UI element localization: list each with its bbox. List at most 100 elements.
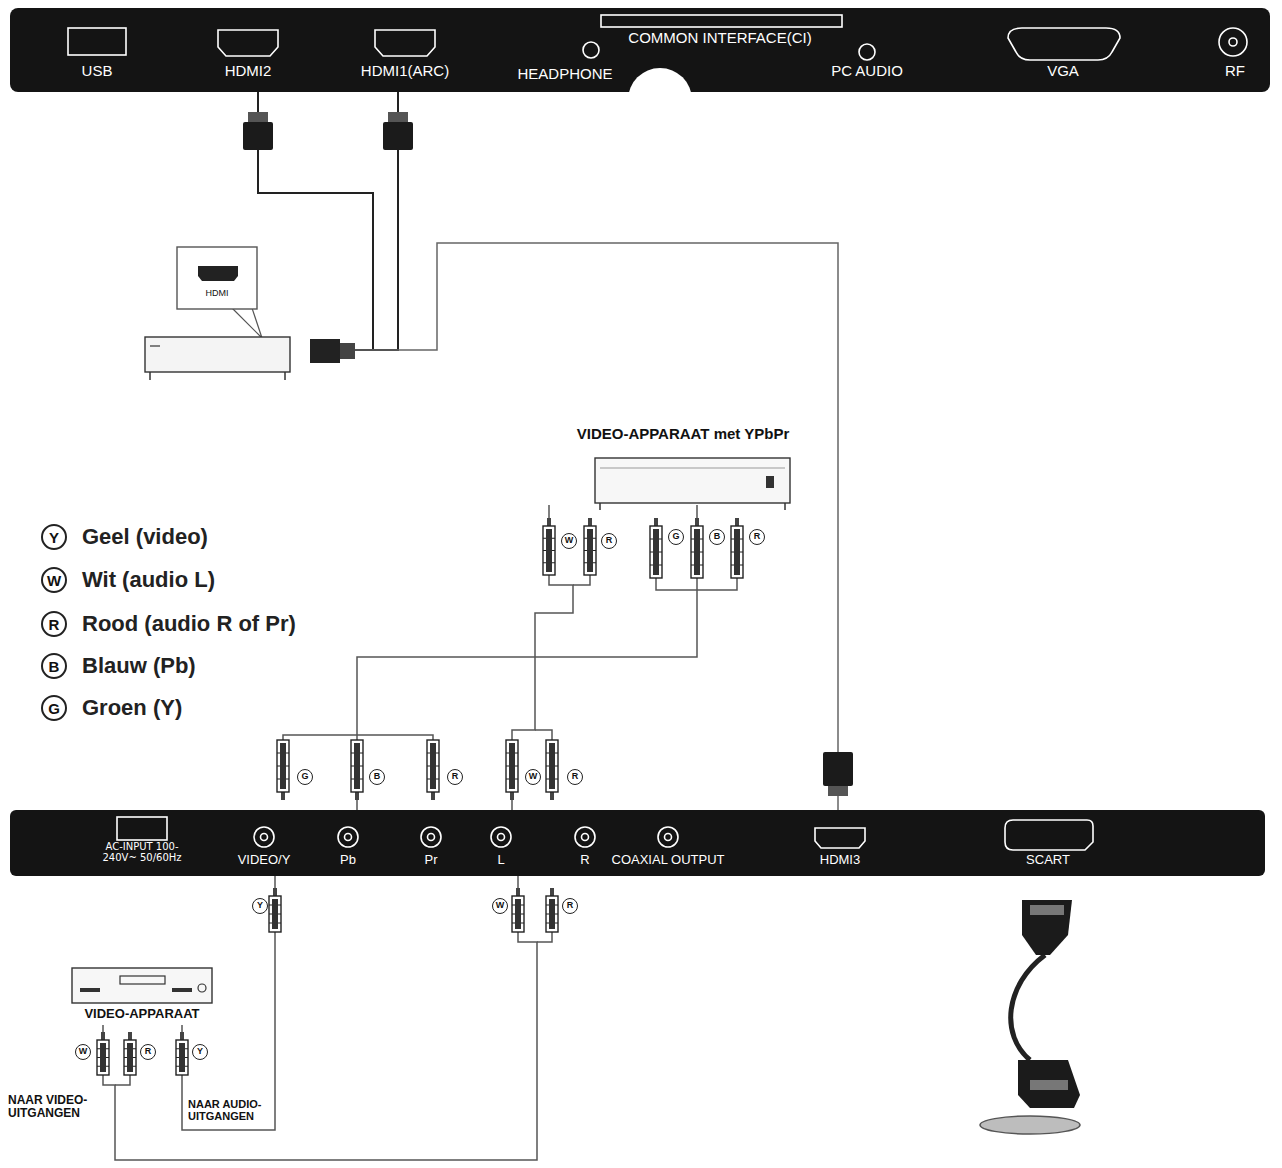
hdmi-device-box: HDMI [145, 245, 355, 375]
port-label: Pb [340, 853, 356, 867]
headphone-jack [583, 42, 599, 58]
rca-plug [100, 1043, 106, 1072]
hdmi-plug [388, 112, 408, 122]
cable [357, 505, 697, 810]
port-label: VIDEO-APPARAAT met YPbPr [577, 426, 790, 443]
port-label: COMMON INTERFACE(CI) [628, 30, 811, 47]
rca-jack [582, 834, 589, 841]
legend-letter: Y [41, 524, 67, 550]
rca-plug [588, 518, 592, 526]
tv-top-panel: USBHDMI2HDMI1(ARC)HEADPHONECOMMON INTERF… [10, 8, 1270, 92]
hdmi-plug [248, 112, 268, 122]
rca-plug [97, 1040, 109, 1075]
ypbpr-device-box: VIDEO-APPARAAT met YPbPr [555, 423, 800, 505]
rca-jack [498, 834, 505, 841]
hdmi-plug [340, 343, 355, 359]
rca-jack [254, 827, 274, 847]
rca-plug [734, 529, 740, 575]
port-label: VGA [1047, 63, 1079, 80]
rca-plug [354, 743, 360, 789]
scart-port [1005, 820, 1093, 850]
rca-plug [516, 888, 520, 896]
port-label: L [497, 853, 504, 867]
rca-plug [546, 529, 552, 572]
port-label: RF [1225, 63, 1245, 80]
ypbpr-device [595, 458, 790, 503]
rca-jack [261, 834, 268, 841]
rca-plug [512, 896, 524, 932]
rca-plug [269, 896, 281, 932]
callout-letter: B [709, 529, 725, 545]
rca-plug [543, 526, 555, 575]
rca-plug [549, 743, 555, 789]
callout-letter: R [140, 1044, 156, 1060]
rca-jack [665, 834, 672, 841]
rca-plug [654, 518, 658, 526]
callout-letter: G [668, 529, 684, 545]
pc-audio-jack [859, 44, 875, 60]
rca-plug [351, 740, 363, 792]
rca-plug [691, 526, 703, 578]
legend-text: Wit (audio L) [82, 568, 215, 592]
rca-jack [345, 834, 352, 841]
ci-slot [601, 15, 842, 27]
usb-port [68, 28, 126, 55]
rca-plug [127, 1043, 133, 1072]
port-label: VIDEO-APPARAAT [84, 1007, 199, 1021]
video-device [72, 968, 212, 1003]
rca-plug [695, 518, 699, 526]
bottom-panel [10, 810, 1265, 876]
vga-port [1008, 28, 1120, 60]
hdmi-device [145, 337, 290, 372]
rca-plug [101, 1032, 105, 1040]
rca-plug [281, 792, 285, 800]
port-label: PC AUDIO [831, 63, 903, 80]
callout-letter: W [492, 898, 508, 914]
callout-letter: B [369, 769, 385, 785]
rca-plug [584, 526, 596, 575]
port-label: VIDEO/Y [238, 853, 291, 867]
hdmi-plug [310, 339, 340, 363]
port-label: HDMI1(ARC) [361, 63, 449, 80]
rca-jack [658, 827, 678, 847]
rca-plug [546, 896, 558, 932]
callout-letter: R [567, 769, 583, 785]
rf-port [1219, 28, 1247, 56]
callout-box [177, 247, 257, 309]
hdmi-plug [828, 786, 848, 796]
hdmi-port [815, 828, 865, 848]
hdmi-port [218, 30, 278, 56]
callout-letter: R [601, 533, 617, 549]
rca-plug [179, 1043, 185, 1072]
callout-letter: R [749, 529, 765, 545]
hdmi-plug [823, 752, 853, 786]
rca-plug [509, 743, 515, 789]
rca-plug [124, 1040, 136, 1075]
hdmi-plug [383, 122, 413, 150]
note-label: NAAR VIDEO- UITGANGEN [8, 1094, 108, 1120]
hdmi-plug [243, 122, 273, 150]
rf-port [1229, 38, 1237, 46]
port-label: SCART [1026, 853, 1070, 867]
callout-letter: Y [252, 898, 268, 914]
rca-jack [491, 827, 511, 847]
port-label: R [580, 853, 589, 867]
rca-jack [575, 827, 595, 847]
callout-pointer [232, 308, 262, 338]
rca-plug [272, 899, 278, 929]
rca-plug [549, 899, 555, 929]
rca-plug [273, 888, 277, 896]
port-label: AC-INPUT 100-240V~ 50/60Hz [89, 842, 195, 863]
hdmi-port [375, 30, 435, 56]
tv-bottom-panel: AC-INPUT 100-240V~ 50/60HzVIDEO/YPbPrLRC… [10, 810, 1265, 876]
cable [512, 505, 573, 810]
rca-plug [550, 888, 554, 896]
rca-plug [735, 518, 739, 526]
rca-plug [427, 740, 439, 792]
port-label: HDMI3 [820, 853, 860, 867]
legend-letter: W [41, 567, 67, 593]
cable [258, 92, 373, 350]
rca-jack [338, 827, 358, 847]
rca-plug [180, 1032, 184, 1040]
ac-socket [117, 817, 167, 840]
